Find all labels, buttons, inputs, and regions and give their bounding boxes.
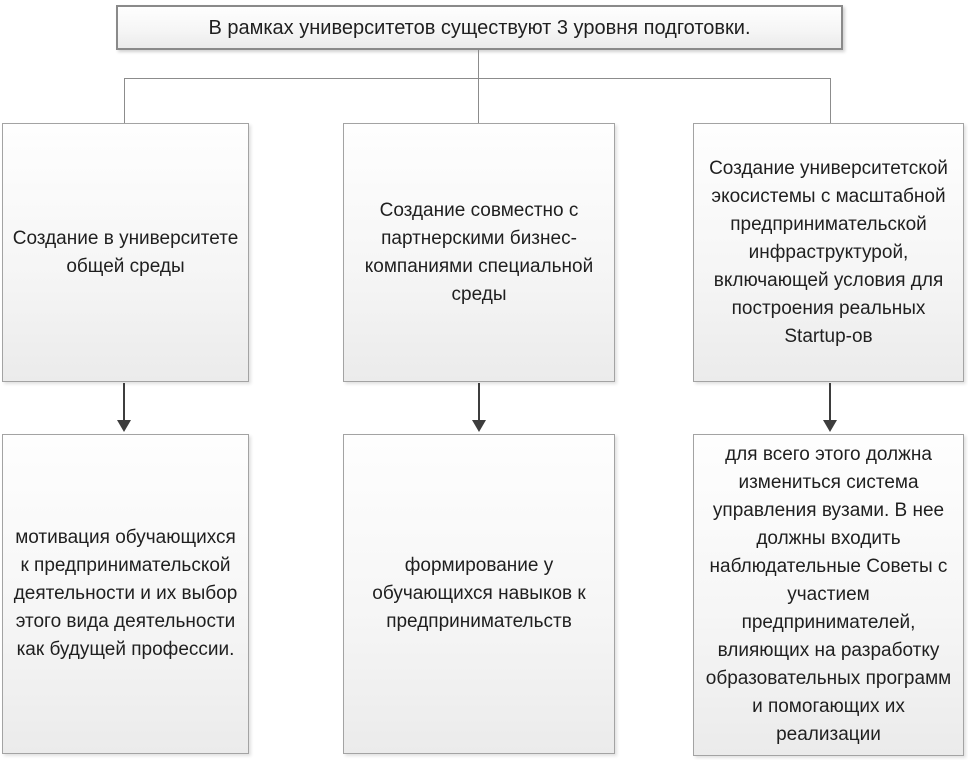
level2-node-3-label: для всего этого должна измениться систем… (705, 444, 952, 745)
level1-node-2: Создание совместно с партнерскими бизнес… (343, 123, 615, 382)
level2-node-1: мотивация обучающихся к предпринимательс… (2, 434, 249, 754)
level2-node-2-label: формирование у обучающихся навыков к пре… (372, 555, 586, 632)
level2-node-3: для всего этого должна измениться систем… (693, 434, 964, 756)
connector-drop-center-line (478, 78, 479, 123)
connector-crossbar-line (124, 78, 831, 79)
down-arrow-2-arrowhead-icon (472, 420, 486, 432)
level1-node-3-label: Создание университетской экосистемы с ма… (709, 157, 948, 347)
connector-drop-left-line (124, 78, 125, 123)
level2-node-2: формирование у обучающихся навыков к пре… (343, 434, 615, 754)
down-arrow-1-arrowhead-icon (117, 420, 131, 432)
level1-node-1: Создание в университете общей среды (2, 123, 249, 382)
root-node-label: В рамках университетов существуют 3 уров… (208, 16, 751, 39)
connector-trunk-line (478, 50, 479, 78)
down-arrow-3-arrowhead-icon (823, 420, 837, 432)
root-node: В рамках университетов существуют 3 уров… (116, 5, 843, 50)
down-arrow-3-shaft (829, 383, 831, 421)
level1-node-3: Создание университетской экосистемы с ма… (693, 123, 964, 382)
level2-node-1-label: мотивация обучающихся к предпринимательс… (13, 527, 238, 660)
down-arrow-2-shaft (478, 383, 480, 421)
level1-node-2-label: Создание совместно с партнерскими бизнес… (364, 199, 594, 305)
connector-drop-right-line (830, 78, 831, 123)
level1-node-1-label: Создание в университете общей среды (12, 227, 239, 277)
down-arrow-1-shaft (123, 383, 125, 421)
